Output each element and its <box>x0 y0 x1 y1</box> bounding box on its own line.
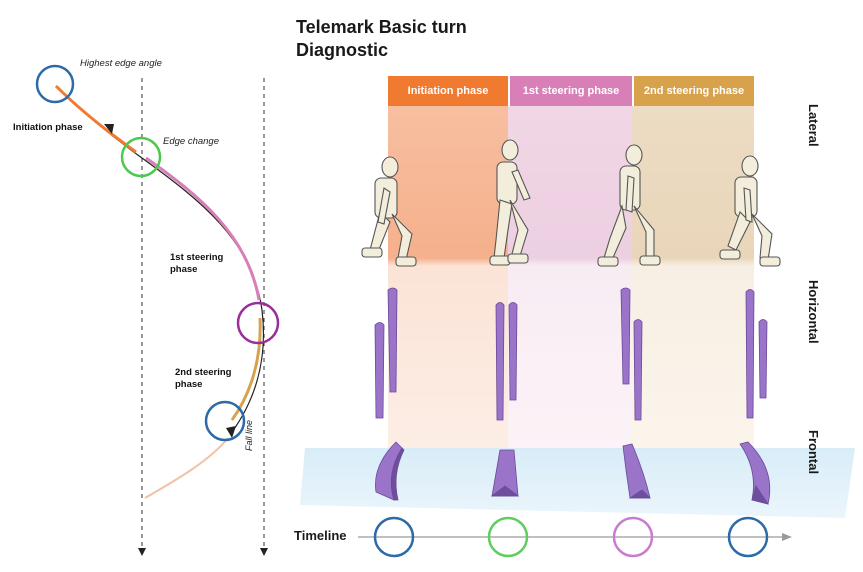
skier-figure-3 <box>597 144 661 267</box>
label-initiation-phase: Initiation phase <box>13 122 83 133</box>
skis-frontal <box>375 441 771 505</box>
initiation-column <box>388 106 508 506</box>
label-1st-steering: 1st steering phase <box>170 252 223 276</box>
marker-edge-change <box>120 136 162 178</box>
label-highest-edge-angle: Highest edge angle <box>80 58 162 69</box>
skis-horizontal <box>374 287 768 421</box>
steering2-column <box>632 106 754 506</box>
title-line-1: Telemark Basic turn <box>296 17 467 37</box>
skier-figure-1 <box>361 156 417 267</box>
view-label-lateral: Lateral <box>806 104 821 147</box>
view-label-frontal: Frontal <box>806 430 821 475</box>
phase-header-steering-1: 1st steering phase <box>510 76 632 106</box>
label-2nd-steering: 2nd steering phase <box>175 367 232 391</box>
timeline-label: Timeline <box>294 528 347 543</box>
timeline-marker-4 <box>727 516 769 558</box>
label-fall-line: Fall line <box>244 420 254 452</box>
skier-figure-4 <box>719 155 781 267</box>
timeline-axis <box>358 533 792 541</box>
turn-trajectory <box>54 84 265 499</box>
frontal-band <box>300 448 855 518</box>
marker-highest-edge <box>35 64 75 104</box>
timeline-marker-3 <box>612 516 654 558</box>
timeline-marker-2 <box>487 516 529 558</box>
label-edge-change: Edge change <box>163 136 219 147</box>
label-1st-steering-line1: 1st steering <box>170 252 224 263</box>
steering1-column <box>508 106 632 506</box>
timeline-marker-1 <box>373 516 415 558</box>
fall-line-guides <box>138 78 268 556</box>
marker-steering-transition <box>236 301 280 345</box>
label-2nd-steering-line1: 2nd steering <box>175 367 232 378</box>
title-line-2: Diagnostic <box>296 40 389 60</box>
phase-header-initiation: Initiation phase <box>388 76 508 106</box>
skier-figure-2 <box>489 139 531 266</box>
phase-header-steering-2: 2nd steering phase <box>634 76 754 106</box>
marker-end <box>204 400 246 442</box>
label-1st-steering-line2: phase <box>170 264 198 275</box>
view-label-horizontal: Horizontal <box>806 280 821 344</box>
page-title: Telemark Basic turn Diagnostic <box>296 16 467 62</box>
label-2nd-steering-line2: phase <box>175 379 203 390</box>
